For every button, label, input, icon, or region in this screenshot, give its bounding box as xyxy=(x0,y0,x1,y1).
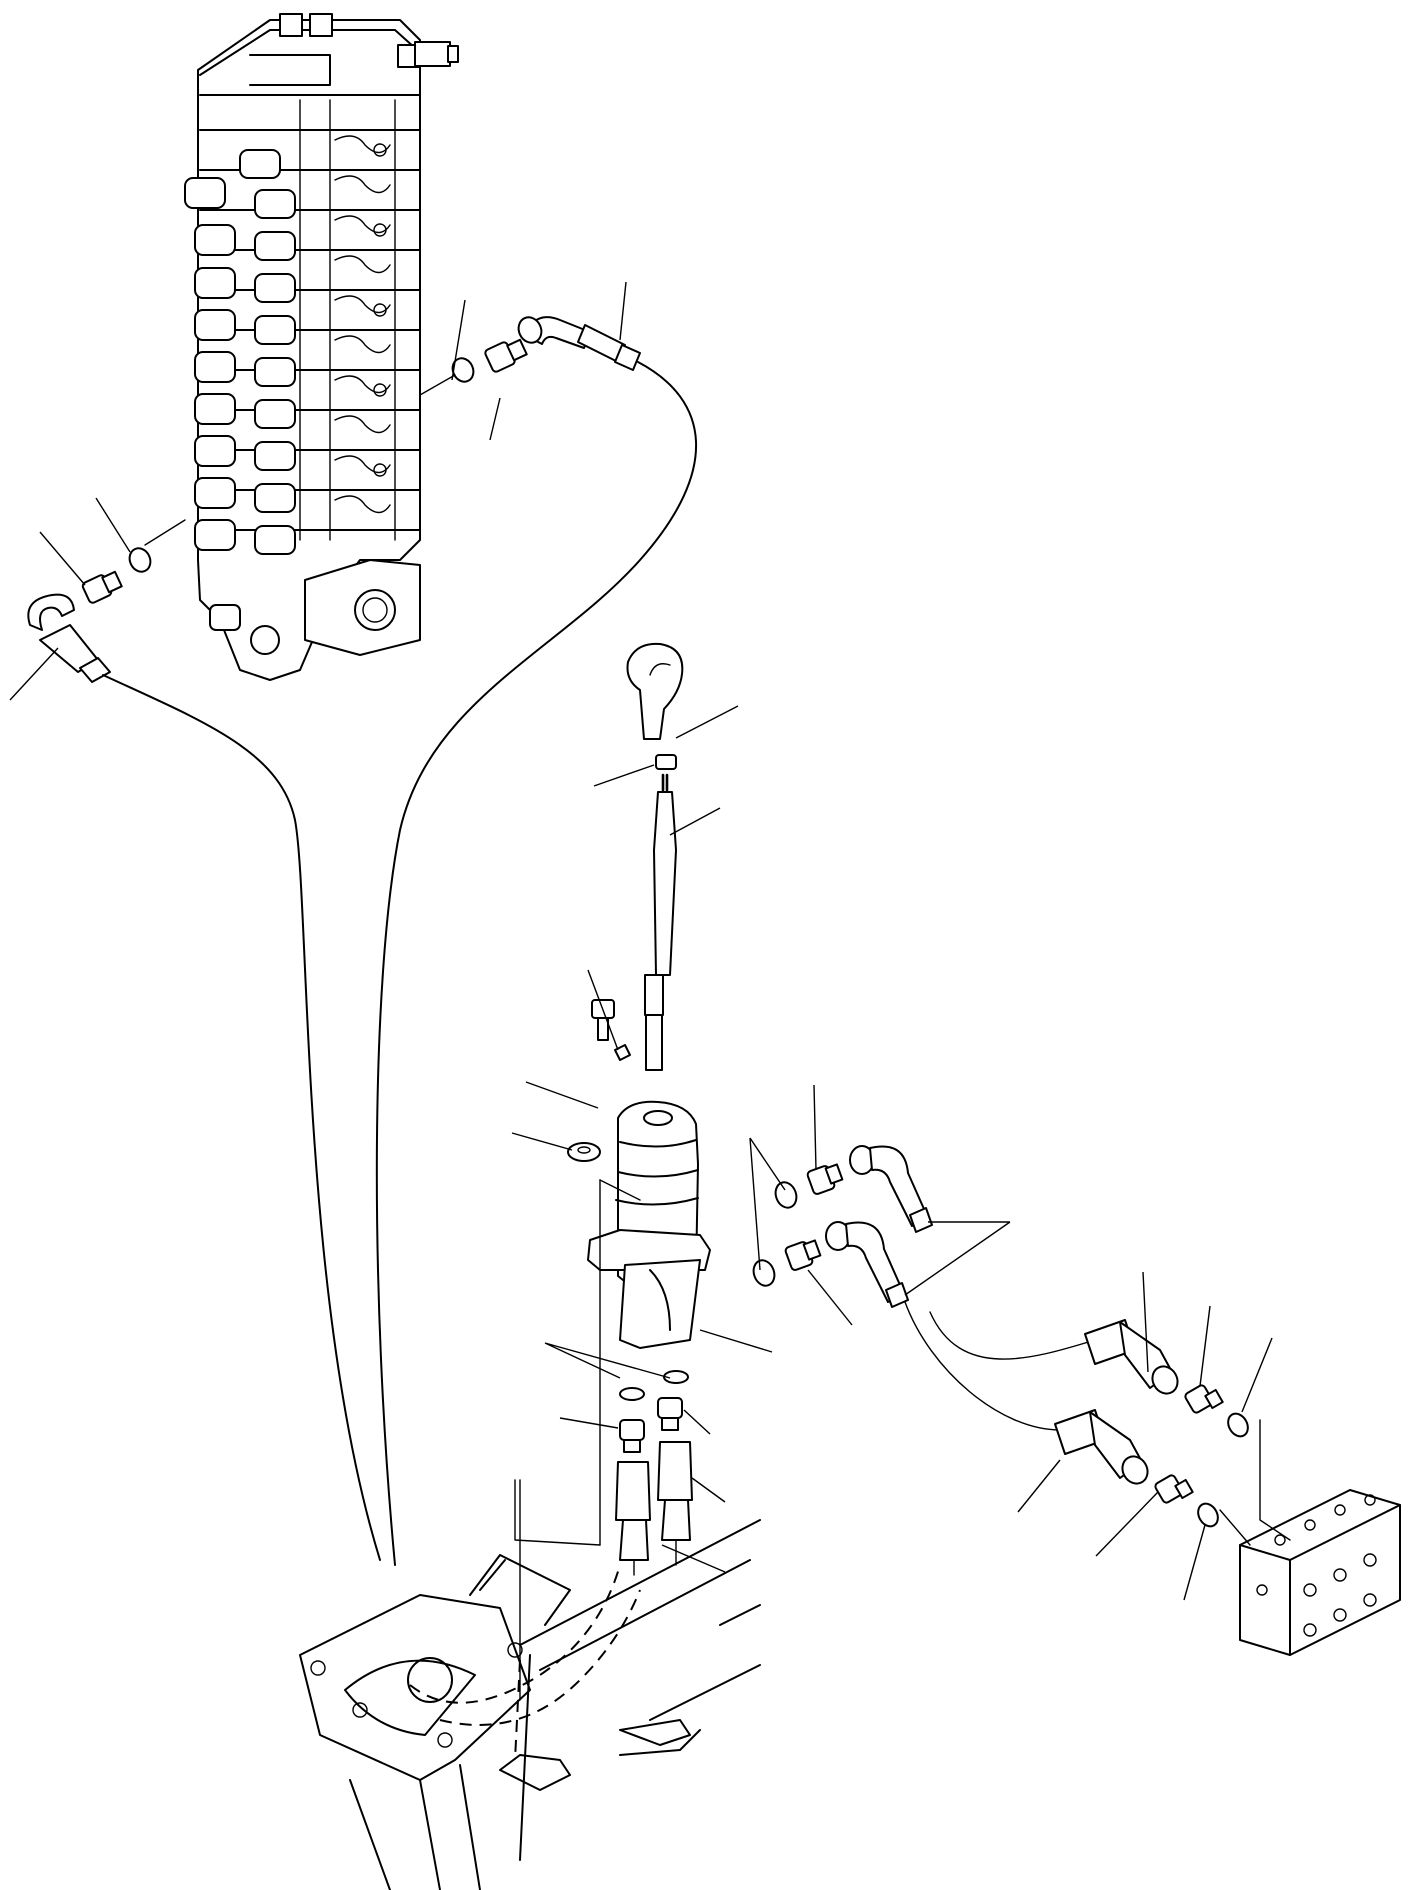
lever-assembly xyxy=(614,642,684,1071)
hose-end-lower-1 xyxy=(657,1441,693,1501)
leader-o-rings-pilot xyxy=(749,1137,786,1271)
leader-adapter-left xyxy=(39,531,86,586)
leader-elbow-left xyxy=(9,647,59,701)
leader-hose-end-right-lower xyxy=(1017,1459,1061,1513)
callout-leaders xyxy=(9,281,1273,1601)
hose-end-right-upper xyxy=(1084,1319,1179,1395)
floor-bracket xyxy=(299,1479,761,1890)
pilot-lower-fittings xyxy=(615,1370,693,1576)
mounting-plate xyxy=(587,1229,711,1271)
leader-hose-end-lower-1 xyxy=(691,1477,726,1503)
leader-pilot-valve xyxy=(699,1329,773,1353)
leader-adapter-right-lower xyxy=(1095,1491,1159,1557)
o-ring-right-lower xyxy=(1197,1502,1219,1528)
pin xyxy=(614,1044,631,1061)
o-ring-pilot-1 xyxy=(774,1181,798,1209)
o-ring-right-upper xyxy=(1227,1412,1249,1438)
leader-nut xyxy=(593,764,655,787)
elbow-fitting-left xyxy=(27,593,111,683)
o-ring-upper xyxy=(451,357,475,383)
hose-end-upper xyxy=(577,324,641,371)
o-ring-left xyxy=(128,547,152,573)
leader-knob xyxy=(675,705,739,739)
leader-o-rings-lower xyxy=(544,1342,671,1379)
manifold-block xyxy=(1239,1489,1401,1656)
leader-adapter-right-upper xyxy=(1199,1305,1211,1387)
washer xyxy=(567,1142,601,1162)
adapter-pilot-1 xyxy=(806,1163,844,1195)
leader-adapter-pilot-1 xyxy=(813,1084,817,1171)
nut-knob xyxy=(655,754,677,770)
hose-end-right-lower xyxy=(1054,1409,1149,1485)
lower-left-fittings xyxy=(27,519,186,683)
leader-lever xyxy=(669,807,721,836)
knob xyxy=(626,642,684,740)
leader-o-ring-upper xyxy=(451,299,466,381)
leader-elbows-pilot xyxy=(904,1221,1011,1296)
adapter-left xyxy=(81,570,123,604)
upper-valve-fittings xyxy=(419,316,641,396)
leader-adapter-lower-1 xyxy=(683,1409,711,1435)
leader-o-ring-right-upper xyxy=(1241,1337,1273,1413)
leader-washer xyxy=(511,1132,573,1151)
valve-spool-caps xyxy=(184,149,296,555)
pilot-valve xyxy=(567,999,711,1546)
leader-hose-upper xyxy=(619,281,627,341)
leader-hose-end-lower-2 xyxy=(661,1544,726,1573)
lever xyxy=(653,791,677,976)
adapter-right-upper xyxy=(1184,1384,1224,1414)
hydraulic-hoses xyxy=(102,361,1096,1566)
adapter-upper xyxy=(484,338,528,373)
leader-pin xyxy=(587,969,619,1051)
leader-hose-end-right-upper xyxy=(1142,1271,1149,1373)
pilot-right-fittings xyxy=(752,1145,933,1308)
leader-bolt xyxy=(525,1081,599,1109)
leader-o-ring-left xyxy=(95,497,131,553)
adapter-pilot-2 xyxy=(784,1239,822,1271)
elbow-pilot-1 xyxy=(849,1145,933,1233)
valve-sections xyxy=(199,99,421,541)
hose-end-lower-2 xyxy=(615,1461,651,1521)
o-ring-lower-2 xyxy=(619,1387,645,1401)
adapter-lower-2 xyxy=(619,1419,645,1441)
leader-adapter-pilot-2 xyxy=(807,1269,853,1326)
leader-adapter-upper xyxy=(489,397,501,441)
o-ring-pilot-2 xyxy=(752,1259,776,1287)
right-manifold-group xyxy=(1054,1319,1401,1656)
adapter-right-lower xyxy=(1154,1474,1194,1504)
adapter-lower-1 xyxy=(657,1397,683,1419)
control-valve-assembly xyxy=(184,13,459,681)
leader-o-ring-right-lower xyxy=(1183,1524,1206,1601)
valve-ports-right xyxy=(334,135,391,514)
elbow-fitting-upper xyxy=(517,316,591,349)
elbow-pilot-2 xyxy=(825,1221,909,1308)
leader-adapter-lower-2 xyxy=(559,1417,619,1429)
